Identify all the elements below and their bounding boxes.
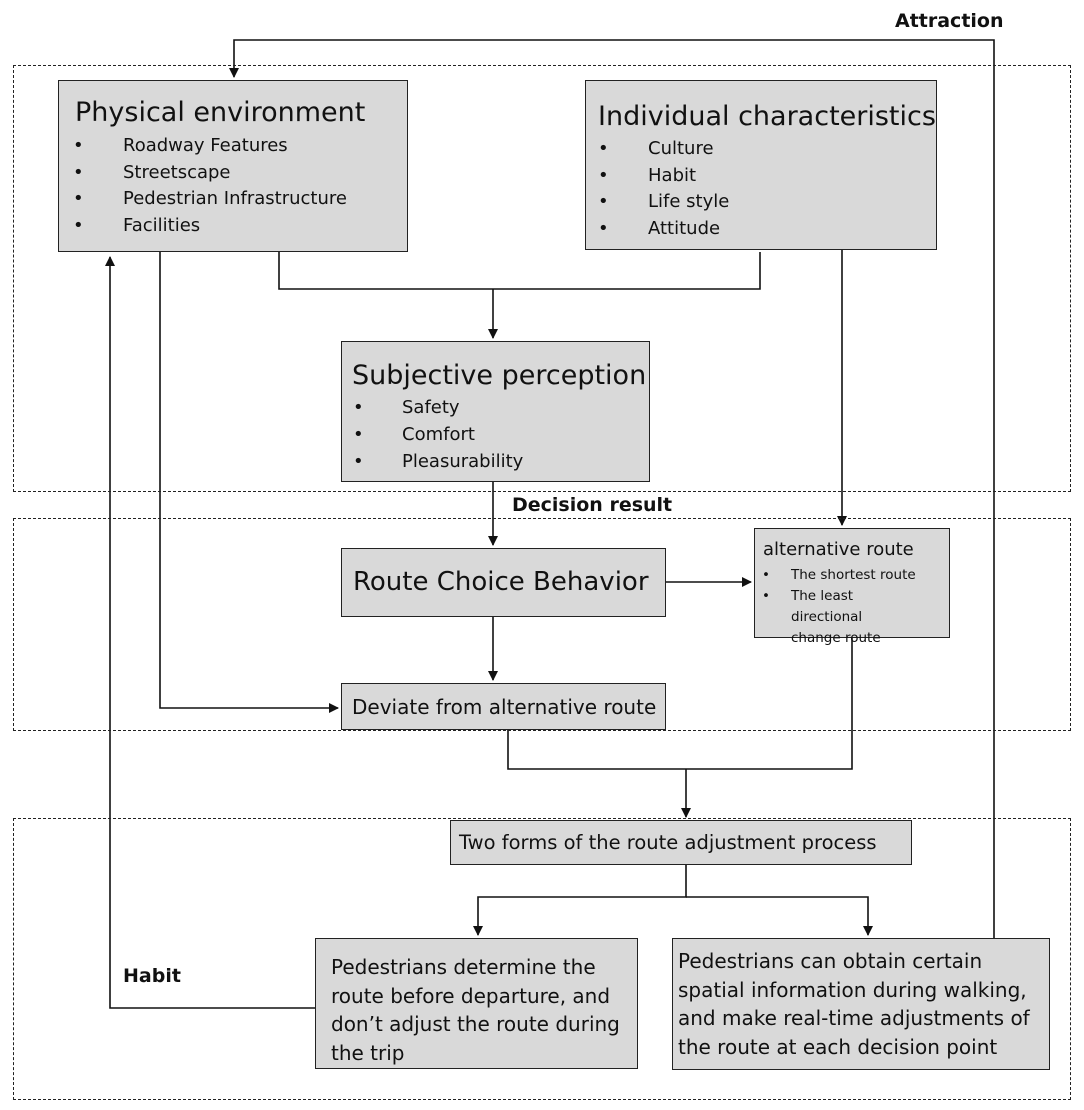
real-time-text: Pedestrians can obtain certain spatial i… [678,949,1030,1059]
list-item: Comfort [342,421,523,448]
two-forms-box: Two forms of the route adjustment proces… [450,820,912,865]
physical-environment-list: Roadway Features Streetscape Pedestrian … [59,133,347,239]
adjustment-region [13,818,1071,1100]
subjective-perception-title: Subjective perception [352,360,647,391]
list-item: Life style [586,189,729,216]
list-item: The least directional change route [755,586,911,649]
list-item: Culture [586,136,729,163]
list-item: Roadway Features [59,133,347,160]
list-item: Safety [342,394,523,421]
route-choice-behavior-box: Route Choice Behavior [341,548,666,617]
list-item: The shortest route [755,565,916,586]
individual-characteristics-box: Individual characteristics Culture Habit… [585,80,937,250]
subjective-perception-box: Subjective perception Safety Comfort Ple… [341,341,650,482]
deviate-alternative-merge [507,638,853,770]
decision-region [13,518,1071,731]
list-item: Attitude [586,216,729,243]
list-item: Streetscape [59,160,347,187]
physical-environment-box: Physical environment Roadway Features St… [58,80,408,252]
list-item: Pleasurability [342,448,523,475]
attraction-label: Attraction [895,10,1004,32]
physical-environment-title: Physical environment [75,97,366,128]
list-item: Pedestrian Infrastructure [59,186,347,213]
habit-label: Habit [123,965,181,987]
habit-arrow [105,256,315,1009]
decision-result-label: Decision result [512,494,673,516]
alternative-route-title: alternative route [763,539,914,560]
two-forms-split [473,865,687,936]
two-forms-split-right [686,896,873,936]
physical-to-merge [278,252,761,290]
deviate-box: Deviate from alternative route [341,683,666,730]
list-item: Facilities [59,213,347,240]
route-choice-behavior-title: Route Choice Behavior [353,567,649,597]
factors-region [13,65,1071,492]
pre-departure-box: Pedestrians determine the route before d… [315,938,638,1069]
subjective-perception-list: Safety Comfort Pleasurability [342,394,523,475]
two-forms-title: Two forms of the route adjustment proces… [459,831,877,854]
list-item: Habit [586,163,729,190]
pre-departure-text: Pedestrians determine the route before d… [331,955,620,1065]
individual-characteristics-title: Individual characteristics [598,101,936,132]
physical-to-deviate-arrow [159,252,339,713]
alternative-route-list: The shortest route The least directional… [755,565,916,649]
deviate-title: Deviate from alternative route [352,695,657,719]
alternative-route-box: alternative route The shortest route The… [754,528,950,646]
real-time-box: Pedestrians can obtain certain spatial i… [672,938,1050,1070]
attraction-arrow [229,39,995,940]
individual-characteristics-list: Culture Habit Life style Attitude [586,136,729,242]
